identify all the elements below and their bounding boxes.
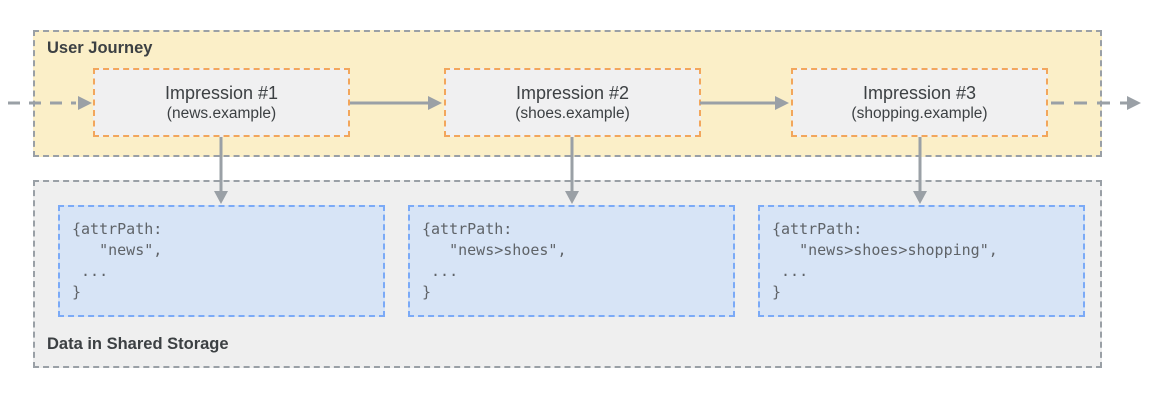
code-line: "news>shoes>shopping", (772, 241, 998, 259)
code-line: "news", (72, 241, 163, 259)
code-line: {attrPath: (422, 220, 513, 238)
impression-1-title: Impression #1 (164, 83, 279, 103)
code-line: ... (72, 262, 109, 280)
code-line: } (772, 283, 782, 301)
impression-2-subtitle: (shoes.example) (515, 105, 630, 122)
code-line: {attrPath: (772, 220, 863, 238)
user-journey-region: User Journey Impression #1 (news.example… (33, 30, 1102, 157)
impression-2-title: Impression #2 (515, 83, 630, 103)
impression-3-subtitle: (shopping.example) (851, 105, 988, 122)
impression-1-subtitle: (news.example) (166, 105, 277, 122)
code-line: } (72, 283, 82, 301)
code-line: ... (422, 262, 459, 280)
shared-storage-entry-2: {attrPath: "news>shoes", ... } (408, 205, 735, 317)
code-line: "news>shoes", (422, 241, 567, 259)
shared-storage-region: {attrPath: "news", ... } {attrPath: "new… (33, 180, 1102, 368)
code-line: {attrPath: (72, 220, 163, 238)
code-line: } (422, 283, 432, 301)
impression-1-box: Impression #1 (news.example) (93, 68, 350, 137)
code-line: ... (772, 262, 809, 280)
impression-3-box: Impression #3 (shopping.example) (791, 68, 1048, 137)
impression-3-title: Impression #3 (862, 83, 977, 103)
shared-storage-entry-3: {attrPath: "news>shoes>shopping", ... } (758, 205, 1085, 317)
impression-2-box: Impression #2 (shoes.example) (444, 68, 701, 137)
shared-storage-label: Data in Shared Storage (47, 335, 229, 353)
user-journey-label: User Journey (47, 39, 153, 57)
shared-storage-entry-1: {attrPath: "news", ... } (58, 205, 385, 317)
